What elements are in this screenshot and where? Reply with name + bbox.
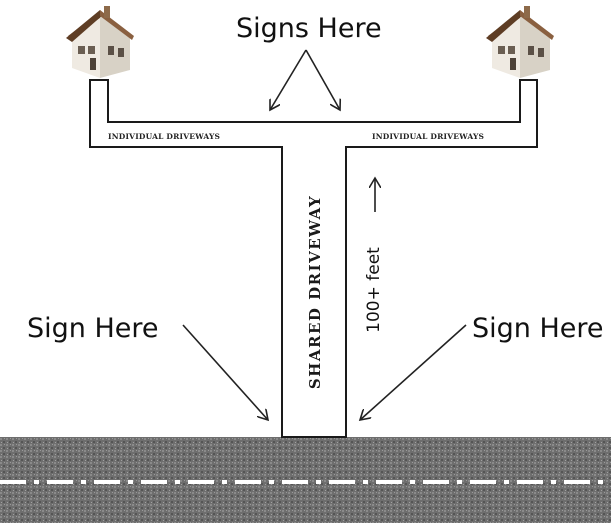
arrow-icon: [360, 324, 467, 420]
shared-driveway-label: SHARED DRIVEWAY: [306, 195, 324, 389]
individual-driveways-label-right: INDIVIDUAL DRIVEWAYS: [372, 132, 484, 141]
arrow-icon: [270, 49, 307, 110]
distance-label: 100+ feet: [364, 247, 384, 333]
sign-here-right-label: Sign Here: [472, 313, 604, 344]
arrow-icon: [305, 49, 340, 110]
sign-here-left-label: Sign Here: [27, 313, 159, 344]
house-icon: [486, 6, 554, 78]
house-icon: [66, 6, 134, 78]
signs-here-top-label: Signs Here: [236, 13, 382, 44]
arrow-icon: [182, 324, 268, 420]
individual-driveways-label-left: INDIVIDUAL DRIVEWAYS: [108, 132, 220, 141]
driveway-outline: [89, 79, 538, 438]
